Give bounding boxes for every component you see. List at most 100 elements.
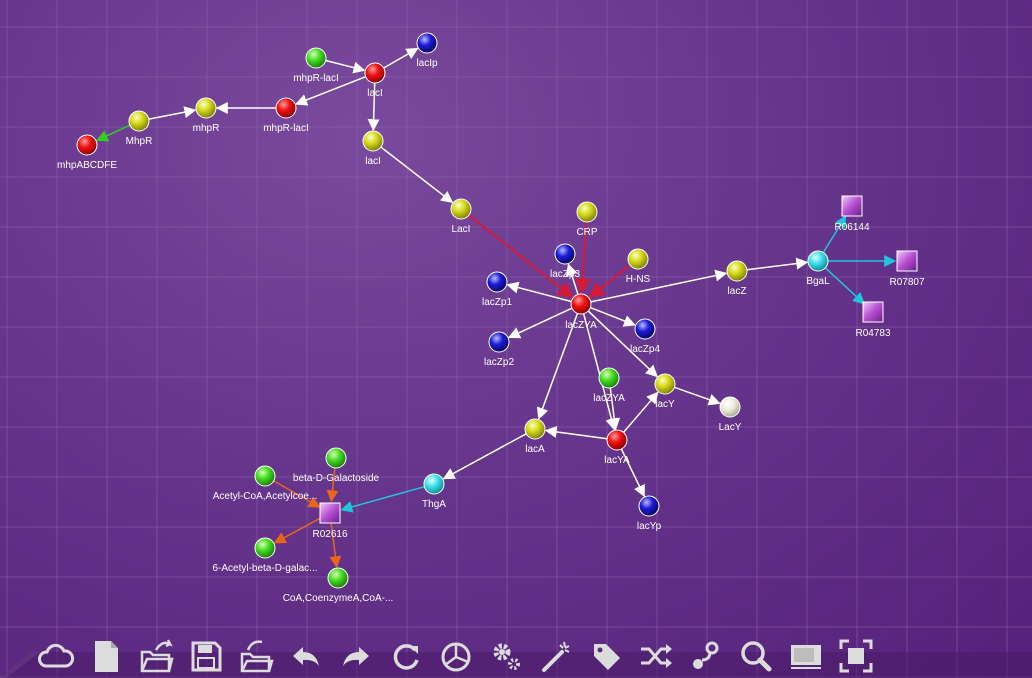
edge-lacI-b-to-LacI[interactable] xyxy=(380,146,454,204)
shuffle-icon[interactable] xyxy=(636,636,676,676)
node-lacZ[interactable]: lacZ xyxy=(726,260,748,297)
node-LacY[interactable]: LacY xyxy=(719,396,742,433)
node-circle[interactable] xyxy=(325,447,347,469)
node-R07807[interactable]: R07807 xyxy=(889,250,925,288)
node-circle[interactable] xyxy=(726,260,748,282)
export-folder-icon[interactable] xyxy=(236,636,276,676)
node-circle[interactable] xyxy=(195,97,217,119)
open-folder-icon[interactable] xyxy=(136,636,176,676)
node-lacZp4[interactable]: lacZp4 xyxy=(630,318,660,355)
edge-R02616-to-6-Acetyl[interactable] xyxy=(273,517,321,544)
edge-BgaL-to-R06144[interactable] xyxy=(822,215,847,253)
node-circle[interactable] xyxy=(275,97,297,119)
edge-lacY-to-LacY[interactable] xyxy=(674,386,721,406)
node-circle[interactable] xyxy=(486,271,508,293)
node-H-NS[interactable]: H-NS xyxy=(626,248,651,285)
new-file-icon[interactable] xyxy=(86,636,126,676)
node-circle[interactable] xyxy=(807,250,829,272)
edge-lacZYA-a-to-lacZp4[interactable] xyxy=(590,306,636,327)
edge-lacZYA-a-to-lacYA[interactable] xyxy=(582,313,618,431)
node-circle[interactable] xyxy=(364,62,386,84)
node-lacZYA-a[interactable]: lacZYA xyxy=(565,293,597,331)
node-R02616[interactable]: R02616 xyxy=(312,502,348,540)
edge-CRP-to-lacZYA-a[interactable] xyxy=(574,221,591,295)
edge-lacYA-to-lacY[interactable] xyxy=(622,391,659,433)
edge-Acetyl-CoA-to-R02616[interactable] xyxy=(273,480,321,508)
edge-mhpR-lacI-a-to-lacI-a[interactable] xyxy=(325,59,366,74)
node-lacI-b[interactable]: lacI xyxy=(362,130,384,167)
reaction-square[interactable] xyxy=(319,502,341,524)
reaction-square[interactable] xyxy=(896,250,918,272)
node-circle[interactable] xyxy=(524,418,546,440)
node-lacI-a[interactable]: lacI xyxy=(364,62,386,99)
node-CRP[interactable]: CRP xyxy=(576,201,598,238)
screen-icon[interactable] xyxy=(786,636,826,676)
node-mhpR[interactable]: mhpR xyxy=(193,97,220,134)
node-mhpABCDFE[interactable]: mhpABCDFE xyxy=(57,134,117,171)
node-circle[interactable] xyxy=(634,318,656,340)
node-circle[interactable] xyxy=(254,537,276,559)
node-ThgA[interactable]: ThgA xyxy=(422,473,446,510)
edge-ThgA-to-R02616[interactable] xyxy=(340,485,425,513)
cloud-icon[interactable] xyxy=(36,636,76,676)
search-icon[interactable] xyxy=(736,636,776,676)
node-lacZYA-b[interactable]: lacZYA xyxy=(593,367,625,404)
undo-icon[interactable] xyxy=(286,636,326,676)
node-circle[interactable] xyxy=(554,243,576,265)
node-lacZp2[interactable]: lacZp2 xyxy=(484,331,514,368)
node-circle[interactable] xyxy=(128,110,150,132)
node-circle[interactable] xyxy=(598,367,620,389)
node-lacY[interactable]: lacY xyxy=(654,373,676,410)
node-circle[interactable] xyxy=(423,473,445,495)
node-circle[interactable] xyxy=(606,429,628,451)
node-circle[interactable] xyxy=(638,495,660,517)
edge-lacI-a-to-lacIp[interactable] xyxy=(383,47,419,69)
edge-lacZYA-b-to-lacYA[interactable] xyxy=(608,387,621,431)
node-circle[interactable] xyxy=(654,373,676,395)
node-circle[interactable] xyxy=(576,201,598,223)
node-beta-D-Galactoside[interactable]: beta-D-Galactoside xyxy=(293,447,380,484)
edge-lacZYA-a-to-lacZp1[interactable] xyxy=(506,281,572,303)
node-lacA[interactable]: lacA xyxy=(524,418,546,455)
reaction-square[interactable] xyxy=(841,195,863,217)
edge-lacYA-to-lacYp[interactable] xyxy=(620,448,645,498)
node-BgaL[interactable]: BgaL xyxy=(806,250,830,287)
node-lacYA[interactable]: lacYA xyxy=(604,429,630,466)
tag-icon[interactable] xyxy=(586,636,626,676)
pie-chart-icon[interactable] xyxy=(436,636,476,676)
node-CoA[interactable]: CoA,CoenzymeA,CoA-... xyxy=(283,567,394,604)
nodes-layer[interactable]: mhpR-lacI lacI lacIp mhpR-lacI mhpR MhpR mhpAB… xyxy=(57,32,925,604)
node-mhpR-lacI-a[interactable]: mhpR-lacI xyxy=(293,47,339,84)
node-circle[interactable] xyxy=(362,130,384,152)
edge-MhpR-to-mhpABCDFE[interactable] xyxy=(95,124,131,142)
node-circle[interactable] xyxy=(450,198,472,220)
edge-lacZYA-a-to-lacA[interactable] xyxy=(536,313,579,420)
edge-lacA-to-ThgA[interactable] xyxy=(442,433,527,480)
node-lacIp[interactable]: lacIp xyxy=(416,32,438,69)
edge-lacZYA-a-to-lacZp2[interactable] xyxy=(507,307,573,339)
edge-lacZYA-a-to-lacZ[interactable] xyxy=(590,269,728,303)
node-mhpR-lacI-b[interactable]: mhpR-lacI xyxy=(263,97,309,134)
edge-lacZYA-a-to-lacZp3[interactable] xyxy=(565,263,579,295)
magic-wand-icon[interactable] xyxy=(536,636,576,676)
node-circle[interactable] xyxy=(327,567,349,589)
node-circle[interactable] xyxy=(416,32,438,54)
node-R06144[interactable]: R06144 xyxy=(834,195,870,233)
connect-icon[interactable] xyxy=(686,636,726,676)
refresh-icon[interactable] xyxy=(386,636,426,676)
redo-icon[interactable] xyxy=(336,636,376,676)
edge-lacI-a-to-lacI-b[interactable] xyxy=(367,82,380,132)
node-lacYp[interactable]: lacYp xyxy=(637,495,662,532)
node-MhpR[interactable]: MhpR xyxy=(126,110,153,147)
node-6-Acetyl[interactable]: 6-Acetyl-beta-D-galac... xyxy=(212,537,318,574)
node-R04783[interactable]: R04783 xyxy=(855,301,891,339)
node-circle[interactable] xyxy=(488,331,510,353)
node-circle[interactable] xyxy=(254,465,276,487)
edge-lacZ-to-BgaL[interactable] xyxy=(746,257,809,271)
node-circle[interactable] xyxy=(570,293,592,315)
node-lacZp1[interactable]: lacZp1 xyxy=(482,271,512,308)
node-circle[interactable] xyxy=(305,47,327,69)
edge-MhpR-to-mhpR[interactable] xyxy=(148,106,197,120)
